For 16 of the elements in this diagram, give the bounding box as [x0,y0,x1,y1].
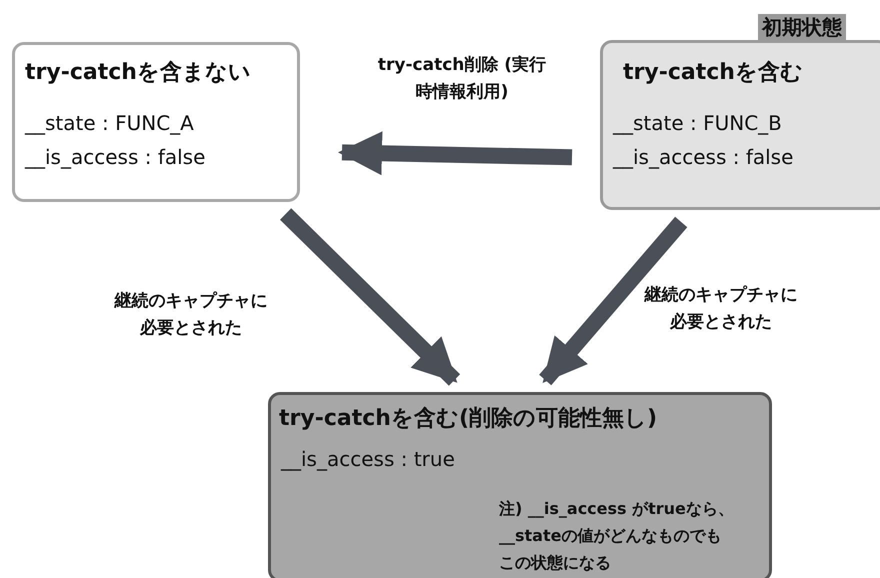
state-title: try-catchを含む(削除の可能性無し) [279,405,658,433]
field-text: __is_access : false [613,145,794,169]
state-tag: 初期状態 [758,14,846,40]
state-box [12,42,300,202]
state-title: try-catchを含まない [25,59,251,87]
arrow [338,131,572,176]
arrow [539,216,688,386]
note-text: 注) __is_access がtrueなら、__stateの値がどんなものでもこの状態になる [499,498,735,574]
state-box [268,392,772,578]
arrow [280,208,460,386]
state-box [600,40,880,210]
field-text: __is_access : true [281,447,455,471]
field-text: __state : FUNC_A [25,111,194,135]
field-text: __state : FUNC_B [613,111,782,135]
state-title: try-catchを含む [623,59,803,87]
field-text: __is_access : false [25,145,206,169]
